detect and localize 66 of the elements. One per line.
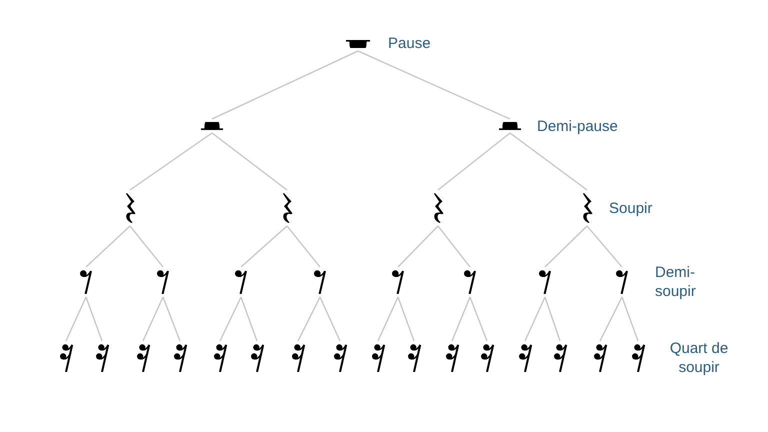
connector-line	[240, 226, 288, 268]
sixteenth-rest-icon	[96, 344, 108, 372]
half-rest-icon	[201, 122, 223, 130]
connector-line	[524, 296, 546, 342]
connector-line	[438, 132, 510, 190]
sixteenth-rest-icon	[554, 344, 566, 372]
sixteenth-rest-icon	[250, 344, 264, 372]
connector-line	[319, 296, 341, 342]
sixteenth-rest-icon	[372, 344, 384, 372]
connector-line	[544, 296, 561, 342]
connector-line	[451, 296, 471, 342]
sixteenth-rest-icon	[408, 344, 420, 372]
sixteenth-rest-icon	[594, 344, 606, 372]
connector-line	[286, 226, 320, 268]
eighth-rest-icon	[616, 270, 628, 294]
sixteenth-rest-icon	[174, 344, 186, 372]
connector-line	[240, 296, 258, 342]
sixteenth-rest-icon	[214, 344, 226, 372]
eighth-rest-icon	[80, 270, 92, 294]
level-label: Quart de soupir	[670, 340, 728, 376]
sixteenth-rest-icon	[632, 344, 644, 372]
eighth-rest-icon	[392, 270, 404, 294]
sixteenth-rest-icon	[518, 344, 532, 372]
whole-rest-icon	[346, 40, 370, 48]
quarter-rest-icon	[281, 193, 293, 223]
sixteenth-rest-icon	[446, 344, 458, 372]
connector-line	[86, 226, 130, 268]
connector-line	[398, 226, 438, 268]
eighth-rest-icon	[314, 270, 326, 294]
half-rest-icon	[499, 122, 521, 130]
connector-line	[212, 132, 288, 191]
connector-line	[586, 226, 622, 268]
connector-line	[212, 50, 358, 120]
connector-line	[437, 226, 471, 268]
level-label: Soupir	[609, 200, 652, 217]
eighth-rest-icon	[539, 270, 551, 294]
quarter-rest-icon	[581, 193, 593, 223]
quarter-rest-icon	[432, 193, 444, 223]
connector-line	[469, 296, 488, 342]
connector-line	[162, 296, 181, 342]
connector-line	[142, 296, 164, 342]
level-label: Demi-soupir	[655, 264, 696, 300]
connector-line	[130, 132, 212, 191]
connector-line	[85, 296, 103, 342]
connector-line	[599, 296, 623, 342]
connector-line	[358, 50, 510, 120]
connector-line	[377, 296, 399, 342]
eighth-rest-icon	[157, 270, 169, 294]
level-label: Demi-pause	[537, 118, 618, 135]
connector-line	[397, 296, 415, 342]
quarter-rest-icon	[124, 193, 136, 223]
eighth-rest-icon	[235, 270, 247, 294]
connector-line	[130, 226, 164, 268]
sixteenth-rest-icon	[136, 344, 150, 372]
connector-line	[621, 296, 639, 342]
level-label: Pause	[388, 35, 431, 52]
connector-line	[65, 296, 87, 342]
connector-line	[544, 226, 588, 268]
sixteenth-rest-icon	[60, 344, 72, 372]
sixteenth-rest-icon	[480, 344, 494, 372]
connector-line	[297, 296, 321, 342]
connector-line	[510, 132, 588, 191]
sixteenth-rest-icon	[334, 344, 346, 372]
eighth-rest-icon	[464, 270, 476, 294]
sixteenth-rest-icon	[292, 344, 304, 372]
connector-line	[219, 296, 242, 342]
